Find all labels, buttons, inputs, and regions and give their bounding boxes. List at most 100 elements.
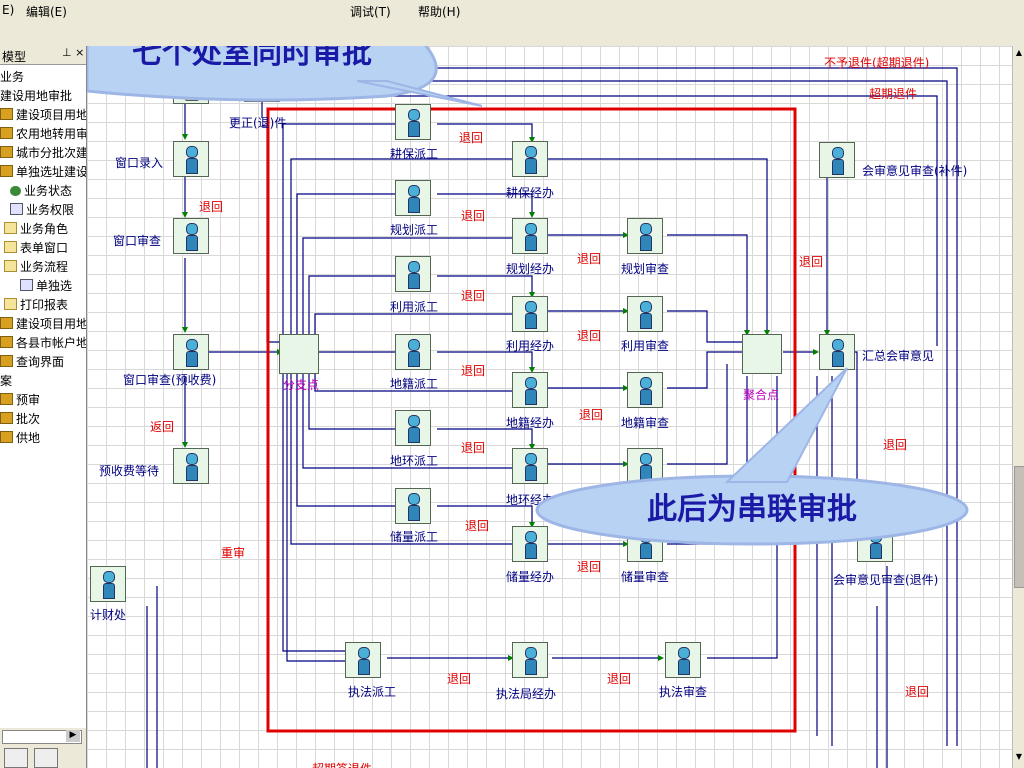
tree-item[interactable]: 建设项目用地 — [0, 315, 86, 334]
node-zhifa-assign[interactable] — [345, 642, 381, 678]
person-icon — [186, 146, 198, 174]
node-genbao-assign[interactable] — [395, 104, 431, 140]
tree-item[interactable]: 业务状态 — [10, 182, 72, 201]
folder-icon — [4, 260, 17, 272]
scroll-right-icon[interactable]: ▶ — [66, 730, 80, 742]
label-back: 退回 — [577, 252, 602, 266]
person-icon — [408, 415, 420, 443]
menu-item-edit-prefix[interactable]: E) — [2, 3, 15, 17]
scroll-thumb[interactable] — [1014, 466, 1024, 588]
node-prefee-wait[interactable] — [173, 448, 209, 484]
menu-item-help[interactable]: 帮助(H) — [418, 5, 461, 19]
scroll-up-icon[interactable]: ▲ — [1015, 48, 1023, 57]
pin-icon[interactable]: ⊥ × — [62, 46, 85, 59]
horizontal-scrollbar[interactable] — [2, 730, 82, 744]
node-joint-supp[interactable] — [819, 142, 855, 178]
label-bottom-overdue: 超期签退件 — [312, 760, 372, 768]
tree-item[interactable]: 预审 — [0, 391, 40, 410]
person-icon — [186, 453, 198, 481]
person-icon — [832, 339, 844, 367]
person-icon — [525, 647, 537, 675]
tree-item-label: 单独选址建设 — [16, 165, 87, 179]
label-liyong-assign: 利用派工 — [390, 300, 439, 314]
tree-item[interactable]: 案 — [0, 372, 12, 391]
node-split[interactable] — [279, 334, 319, 374]
tree-item[interactable]: 查询界面 — [0, 353, 64, 372]
node-diji-review[interactable] — [627, 372, 663, 408]
tree-item-label: 表单窗口 — [20, 241, 69, 255]
node-chuliang-assign[interactable] — [395, 488, 431, 524]
label-chuliang-review: 储量审查 — [621, 570, 670, 584]
node-guihua-assign[interactable] — [395, 180, 431, 216]
person-icon — [525, 531, 537, 559]
workflow-canvas[interactable]: 开始更正(退)件窗口录入窗口审查窗口审查(预收费)预收费等待计财处分支点聚合点耕… — [87, 46, 1012, 768]
node-liyong-review[interactable] — [627, 296, 663, 332]
person-icon — [525, 301, 537, 329]
node-guihua-review[interactable] — [627, 218, 663, 254]
label-zhifa-handle: 执法局经办 — [496, 687, 557, 701]
tree-item[interactable]: 各县市帐户地 — [0, 334, 87, 353]
node-genbao-handle[interactable] — [512, 141, 548, 177]
scroll-down-icon[interactable]: ▼ — [1015, 752, 1023, 761]
label-genbao-handle: 耕保经办 — [506, 186, 555, 200]
person-icon — [186, 339, 198, 367]
node-dihuan-handle[interactable] — [512, 448, 548, 484]
tree-item[interactable]: 农用地转用审 — [0, 125, 86, 144]
person-icon — [525, 146, 537, 174]
folder-icon — [4, 222, 17, 234]
person-icon — [408, 261, 420, 289]
tree-item[interactable]: 业务权限 — [10, 201, 74, 220]
person-icon — [525, 453, 537, 481]
tree-item[interactable]: 建设用地审批 — [0, 87, 72, 106]
node-merge[interactable] — [742, 334, 782, 374]
package-icon — [0, 336, 13, 348]
node-window-review[interactable] — [173, 218, 209, 254]
tree-item[interactable]: 打印报表 — [4, 296, 68, 315]
node-diji-handle[interactable] — [512, 372, 548, 408]
node-zhifa-handle[interactable] — [512, 642, 548, 678]
tree-item[interactable]: 表单窗口 — [4, 239, 68, 258]
menu-item-debug[interactable]: 调试(T) — [350, 5, 391, 19]
tree-item[interactable]: 城市分批次建 — [0, 144, 86, 163]
tree-item-label: 各县市帐户地 — [16, 336, 87, 350]
person-icon — [358, 647, 370, 675]
tree-item[interactable]: 单独选 — [20, 277, 72, 296]
vertical-scrollbar[interactable]: ▲ ▼ — [1012, 46, 1024, 768]
tree-item[interactable]: 业务角色 — [4, 220, 68, 239]
person-icon — [408, 493, 420, 521]
label-back2: 返回 — [150, 420, 175, 434]
tree-item[interactable]: 批次 — [0, 410, 40, 429]
node-window-prefee[interactable] — [173, 334, 209, 370]
tree-item[interactable]: 建设项目用地 — [0, 106, 86, 125]
node-diji-assign[interactable] — [395, 334, 431, 370]
node-dihuan-review[interactable] — [627, 448, 663, 484]
node-finance[interactable] — [90, 566, 126, 602]
tab-model-icon[interactable] — [4, 748, 28, 768]
package-icon — [0, 393, 13, 405]
label-joint-return: 会审意见审查(退件) — [833, 573, 939, 587]
node-dihuan-assign[interactable] — [395, 410, 431, 446]
tree-item[interactable]: 供地 — [0, 429, 40, 448]
tree-item-label: 供地 — [16, 431, 41, 445]
label-back: 退回 — [461, 364, 486, 378]
tree-item[interactable]: 业务流程 — [4, 258, 68, 277]
label-diji-review: 地籍审查 — [621, 416, 670, 430]
node-liyong-assign[interactable] — [395, 256, 431, 292]
package-icon — [0, 146, 13, 158]
node-window-input[interactable] — [173, 141, 209, 177]
label-window-review: 窗口审查 — [113, 234, 162, 248]
menu-item-edit[interactable]: 编辑(E) — [26, 5, 67, 19]
label-fix: 更正(退)件 — [229, 116, 287, 130]
person-icon — [525, 223, 537, 251]
tree-item[interactable]: 单独选址建设 — [0, 163, 87, 182]
node-liyong-handle[interactable] — [512, 296, 548, 332]
person-icon — [640, 377, 652, 405]
tab-list-icon[interactable] — [34, 748, 58, 768]
tree-item[interactable]: 业务 — [0, 68, 24, 87]
node-joint-summary[interactable] — [819, 334, 855, 370]
label-joint-summary: 汇总会审意见 — [862, 349, 935, 363]
person-icon — [103, 571, 115, 599]
node-zhifa-review[interactable] — [665, 642, 701, 678]
node-guihua-handle[interactable] — [512, 218, 548, 254]
panel-title-bar: 模型 ⊥ × — [0, 46, 86, 65]
